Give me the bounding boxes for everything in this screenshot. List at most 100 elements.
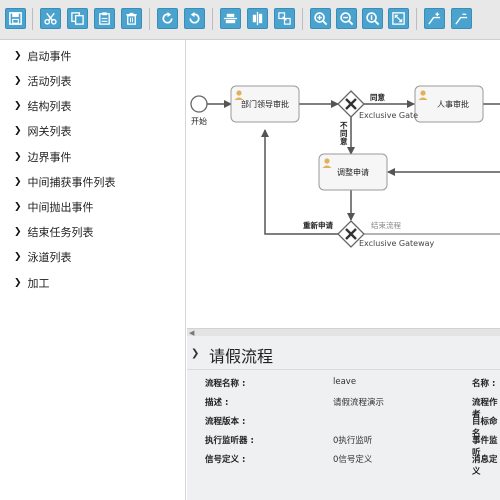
- palette-sidebar: ❯启动事件 ❯活动列表 ❯结构列表 ❯网关列表 ❯边界事件 ❯中间捕获事件列表 …: [0, 40, 186, 500]
- sidebar-item-label: 中间抛出事件: [27, 201, 94, 214]
- sidebar-item-intermediate-throw[interactable]: ❯ 中间抛出事件: [14, 199, 94, 215]
- scroll-left-icon[interactable]: ◀: [189, 329, 195, 337]
- gateway1-label: Exclusive Gate: [359, 111, 419, 120]
- toolbar-separator: [149, 8, 150, 30]
- remove-bendpoint-button[interactable]: [451, 8, 472, 29]
- user-icon: [234, 90, 244, 100]
- same-size-button[interactable]: [274, 8, 295, 29]
- redo-icon: [162, 11, 173, 24]
- prop-value-signal-definition[interactable]: 0信号定义: [333, 455, 373, 465]
- chevron-right-icon: ❯: [14, 101, 22, 111]
- zoom-actual-icon: [366, 12, 380, 26]
- flow-agree-label: 同意: [370, 93, 385, 102]
- sidebar-item-label: 泳道列表: [27, 251, 72, 264]
- undo-icon: [189, 11, 200, 24]
- flow-disagree-label: 不同意: [340, 121, 348, 146]
- copy-icon: [71, 12, 84, 25]
- sidebar-item-label: 结构列表: [27, 100, 72, 113]
- chevron-down-icon[interactable]: ❯: [191, 348, 200, 359]
- cut-button[interactable]: [40, 8, 61, 29]
- sidebar-item-label: 启动事件: [27, 50, 72, 63]
- zoom-in-button[interactable]: [310, 8, 331, 29]
- flow-reapply[interactable]: [261, 129, 338, 235]
- chevron-right-icon: ❯: [14, 278, 22, 288]
- delete-icon: [126, 12, 137, 25]
- save-icon: [9, 12, 22, 25]
- zoom-actual-button[interactable]: [362, 8, 383, 29]
- zoom-fit-button[interactable]: [388, 8, 409, 29]
- user-icon: [322, 158, 332, 168]
- diagram-canvas[interactable]: 开始 部门领导审批 人事审批 调整申请 Exclusive Gate Exclu…: [187, 40, 500, 328]
- exclusive-gateway-1[interactable]: [337, 90, 365, 118]
- exclusive-gateway-2[interactable]: [337, 220, 365, 248]
- sidebar-item-label: 活动列表: [27, 75, 72, 88]
- align-vertical-button[interactable]: [247, 8, 268, 29]
- sidebar-item-structures[interactable]: ❯ 结构列表: [14, 98, 72, 114]
- prop-label-signal-definition: 信号定义 :: [205, 455, 246, 465]
- chevron-right-icon: ❯: [14, 152, 22, 162]
- cut-icon: [44, 12, 57, 25]
- align-vertical-icon: [252, 11, 263, 26]
- prop-label-execution-listener: 执行监听器 :: [205, 436, 254, 446]
- sidebar-item-boundary-events[interactable]: ❯ 边界事件: [14, 149, 72, 165]
- x-icon: [345, 228, 357, 240]
- sidebar-item-activities[interactable]: ❯ 活动列表: [14, 73, 72, 89]
- zoom-out-button[interactable]: [336, 8, 357, 29]
- same-size-icon: [278, 12, 291, 25]
- zoom-in-icon: [314, 12, 328, 26]
- prop-label-name: 名称 :: [472, 379, 496, 389]
- task-hr-label: 人事审批: [437, 100, 469, 109]
- sidebar-item-swimlanes[interactable]: ❯ 泳道列表: [14, 249, 72, 265]
- sidebar-item-end-tasks[interactable]: ❯ 结束任务列表: [14, 224, 94, 240]
- prop-label-description: 描述 :: [205, 398, 229, 408]
- properties-panel: ❯ 请假流程 流程名称 : leave 名称 : 描述 : 请假流程演示 流程作…: [187, 336, 500, 500]
- redo-button[interactable]: [157, 8, 178, 29]
- sidebar-item-label: 中间捕获事件列表: [27, 176, 116, 189]
- prop-value-description[interactable]: 请假流程演示: [333, 398, 385, 408]
- canvas-horizontal-scrollbar[interactable]: ◀: [187, 328, 500, 337]
- chevron-right-icon: ❯: [14, 252, 22, 262]
- prop-label-message-definition: 消息定义: [472, 455, 498, 477]
- chevron-right-icon: ❯: [14, 227, 22, 237]
- add-bendpoint-button[interactable]: [424, 8, 445, 29]
- task-hr-approval[interactable]: [414, 85, 484, 123]
- chevron-right-icon: ❯: [14, 202, 22, 212]
- flow-reapply-label: 重新申请: [303, 221, 333, 230]
- zoom-out-icon: [340, 12, 354, 26]
- start-label: 开始: [191, 117, 207, 126]
- delete-button[interactable]: [121, 8, 142, 29]
- task-dept-label: 部门领导审批: [241, 100, 289, 109]
- task-adjust-request[interactable]: [318, 153, 388, 191]
- user-icon: [418, 90, 428, 100]
- task-adjust-label: 调整申请: [337, 168, 369, 177]
- sidebar-item-label: 加工: [27, 277, 50, 290]
- sidebar-item-label: 结束任务列表: [27, 226, 94, 239]
- prop-label-version: 流程版本 :: [205, 417, 246, 427]
- prop-label-event-listener: 事件监听: [472, 436, 498, 458]
- sidebar-item-artifacts[interactable]: ❯ 加工: [14, 275, 50, 291]
- add-bendpoint-icon: [428, 12, 441, 25]
- prop-value-execution-listener[interactable]: 0执行监听: [333, 436, 373, 446]
- paste-button[interactable]: [94, 8, 115, 29]
- sidebar-item-gateways[interactable]: ❯网关列表: [14, 123, 72, 139]
- chevron-right-icon: ❯: [14, 76, 22, 86]
- start-event[interactable]: [190, 95, 208, 113]
- sidebar-item-label: 边界事件: [27, 151, 72, 164]
- prop-value-process-name[interactable]: leave: [333, 377, 357, 387]
- flow-end-label: 结束流程: [371, 221, 401, 230]
- process-title: 请假流程: [209, 347, 274, 366]
- sidebar-item-intermediate-catch[interactable]: ❯ 中间捕获事件列表: [14, 174, 116, 190]
- remove-bendpoint-icon: [455, 13, 468, 25]
- properties-header[interactable]: ❯ 请假流程: [187, 336, 500, 370]
- sidebar-item-start-events[interactable]: ❯启动事件: [14, 48, 72, 64]
- chevron-right-icon: ❯: [14, 177, 22, 187]
- copy-button[interactable]: [67, 8, 88, 29]
- task-dept-approval[interactable]: [230, 85, 300, 123]
- save-button[interactable]: [5, 8, 26, 29]
- align-horizontal-button[interactable]: [220, 8, 241, 29]
- undo-button[interactable]: [184, 8, 205, 29]
- toolbar-separator: [32, 8, 33, 30]
- toolbar-separator: [302, 8, 303, 30]
- prop-label-target-namespace: 目标命名: [472, 417, 498, 439]
- x-icon: [345, 98, 357, 110]
